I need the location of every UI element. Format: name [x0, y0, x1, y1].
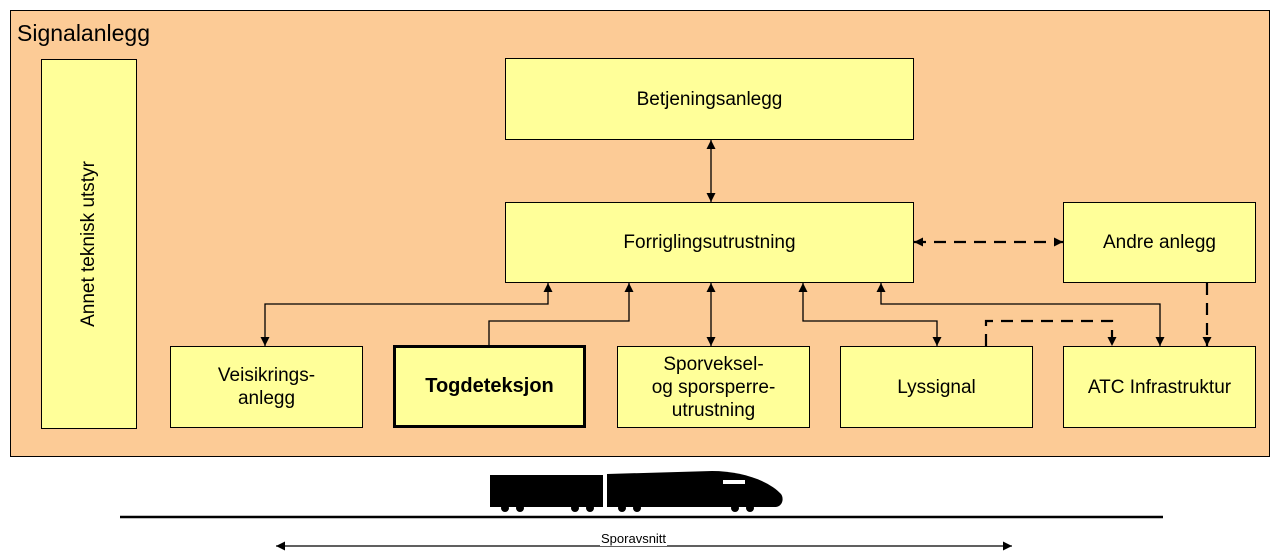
atc-infrastruktur-label: ATC Infrastruktur: [1087, 376, 1232, 398]
veisikringsanlegg-label: Veisikrings- anlegg: [217, 365, 316, 409]
forriglingsutrustning-box: Forriglingsutrustning: [505, 202, 914, 283]
atc-infrastruktur-box: ATC Infrastruktur: [1063, 346, 1256, 428]
betjeningsanlegg-label: Betjeningsanlegg: [636, 88, 783, 110]
annet-teknisk-utstyr-box: Annet teknisk utstyr: [41, 59, 137, 429]
train-icon: [490, 471, 783, 512]
arrow-togdeteksjon-forrigling: [488, 283, 634, 345]
andre-anlegg-label: Andre anlegg: [1102, 232, 1217, 253]
sporveksel-box: Sporveksel- og sporsperre- utrustning: [617, 346, 810, 428]
sporveksel-label: Sporveksel- og sporsperre- utrustning: [651, 353, 776, 421]
arrow-forrigling-lyssignal: [798, 283, 942, 346]
veisikringsanlegg-box: Veisikrings- anlegg: [170, 346, 363, 428]
andre-anlegg-box: Andre anlegg: [1063, 202, 1256, 283]
togdeteksjon-label: Togdeteksjon: [425, 375, 554, 397]
lyssignal-label: Lyssignal: [897, 376, 976, 398]
betjeningsanlegg-box: Betjeningsanlegg: [505, 58, 914, 140]
arrow-forrigling-atc: [876, 283, 1165, 346]
forriglingsutrustning-label: Forriglingsutrustning: [623, 232, 796, 253]
togdeteksjon-box: Togdeteksjon: [393, 345, 586, 428]
arrow-lyssignal-atc: [984, 319, 1117, 346]
lyssignal-box: Lyssignal: [840, 346, 1033, 428]
arrow-forrigling-veisikring: [260, 283, 553, 346]
diagram-title: Signalanlegg: [17, 20, 151, 46]
sporavsnitt-label: Sporavsnitt: [600, 531, 668, 546]
